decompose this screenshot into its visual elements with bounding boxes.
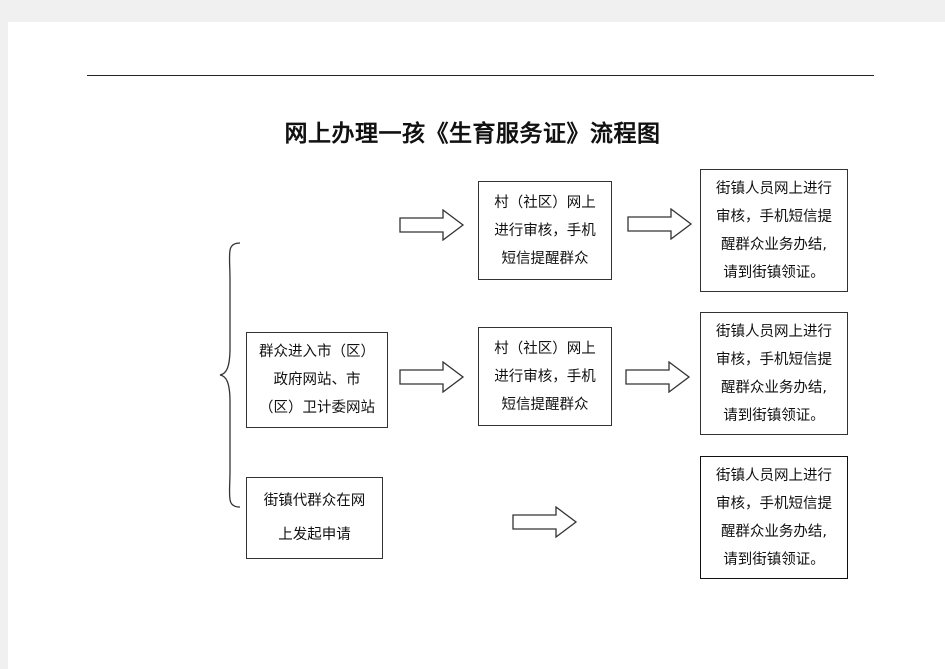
town-node-row2: 街镇人员网上进行 审核，手机短信提 醒群众业务办结, 请到街镇领证。 — [700, 312, 848, 435]
node-line: 村（社区）网上 — [494, 194, 596, 211]
node-line: 街镇代群众在网 — [263, 493, 366, 509]
arrow-row2-to-village — [399, 361, 465, 393]
node-line: 请到街镇领证。 — [723, 264, 825, 281]
node-line: 街镇人员网上进行 — [716, 323, 832, 340]
node-line: 请到街镇领证。 — [723, 407, 825, 424]
node-line: 进行审核，手机 — [494, 222, 596, 239]
left-brace — [219, 242, 241, 508]
node-line: 政府网站、市 — [273, 372, 361, 388]
node-line: 醒群众业务办结, — [720, 523, 828, 540]
arrow-row1-to-village — [399, 209, 465, 241]
town-node-row1: 街镇人员网上进行 审核，手机短信提 醒群众业务办结, 请到街镇领证。 — [700, 169, 848, 292]
start-node-website: 群众进入市（区） 政府网站、市 （区）卫计委网站 — [246, 332, 388, 428]
node-line: 群众进入市（区） — [259, 344, 375, 360]
node-line: 请到街镇领证。 — [723, 551, 825, 568]
arrow-row3-to-town — [512, 506, 578, 538]
node-line: （区）卫计委网站 — [259, 400, 375, 416]
village-node-row2: 村（社区）网上 进行审核，手机 短信提醒群众 — [478, 327, 612, 426]
header-rule — [87, 75, 874, 76]
node-line: 村（社区）网上 — [494, 340, 596, 357]
node-line: 审核，手机短信提 — [716, 495, 832, 512]
town-node-row3: 街镇人员网上进行 审核，手机短信提 醒群众业务办结, 请到街镇领证。 — [700, 456, 848, 579]
arrow-row1-to-town — [627, 208, 693, 240]
node-line: 审核，手机短信提 — [716, 351, 832, 368]
node-line: 醒群众业务办结, — [720, 236, 828, 253]
node-line: 街镇人员网上进行 — [716, 180, 832, 197]
page-title: 网上办理一孩《生育服务证》流程图 — [284, 121, 661, 147]
node-line: 进行审核，手机 — [494, 368, 596, 385]
start-node-town-proxy: 街镇代群众在网 上发起申请 — [246, 477, 383, 559]
node-line: 短信提醒群众 — [501, 396, 589, 413]
node-line: 审核，手机短信提 — [716, 208, 832, 225]
node-line: 短信提醒群众 — [501, 250, 589, 267]
node-line: 上发起申请 — [278, 527, 351, 543]
arrow-row2-to-town — [625, 361, 691, 393]
node-line: 街镇人员网上进行 — [716, 467, 832, 484]
village-node-row1: 村（社区）网上 进行审核，手机 短信提醒群众 — [478, 181, 612, 280]
node-line: 醒群众业务办结, — [720, 379, 828, 396]
